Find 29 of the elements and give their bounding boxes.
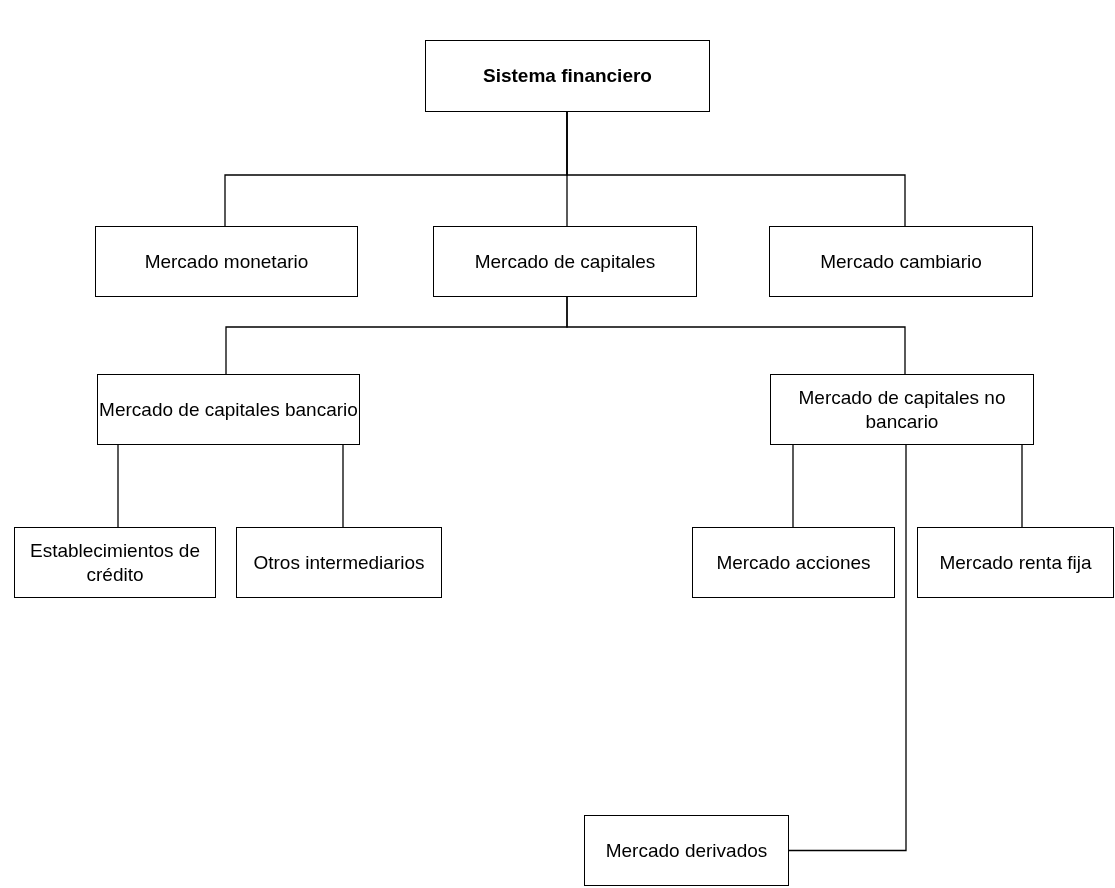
process-box — [425, 40, 710, 112]
node-label: Mercado de capitales no bancario — [797, 385, 1007, 434]
process-box — [769, 226, 1033, 297]
connector-line — [566, 111, 906, 227]
process-box — [236, 527, 442, 598]
process-box — [97, 374, 360, 445]
connector-line — [792, 444, 794, 528]
node-label: Mercado acciones — [716, 550, 871, 575]
node-label: Establecimientos de crédito — [28, 538, 201, 587]
process-box — [584, 815, 789, 886]
node-label: Mercado de capitales bancario — [99, 397, 358, 422]
connector-line — [566, 296, 906, 375]
connector-line — [1021, 444, 1023, 528]
process-box — [770, 374, 1034, 445]
connector-line — [117, 444, 119, 528]
node-label: Mercado cambiario — [820, 249, 982, 274]
node-label: Mercado de capitales — [474, 249, 656, 274]
process-box — [14, 527, 216, 598]
node-label: Mercado derivados — [605, 838, 768, 863]
node-label: Otros intermediarios — [253, 550, 425, 575]
node-label: Sistema financiero — [483, 64, 652, 88]
process-box — [692, 527, 895, 598]
process-box — [433, 226, 697, 297]
process-box — [95, 226, 358, 297]
node-label: Mercado monetario — [144, 249, 309, 274]
connector-line — [342, 444, 344, 528]
node-label: Mercado renta fija — [939, 550, 1092, 575]
connector-line — [788, 444, 907, 852]
process-box — [917, 527, 1114, 598]
